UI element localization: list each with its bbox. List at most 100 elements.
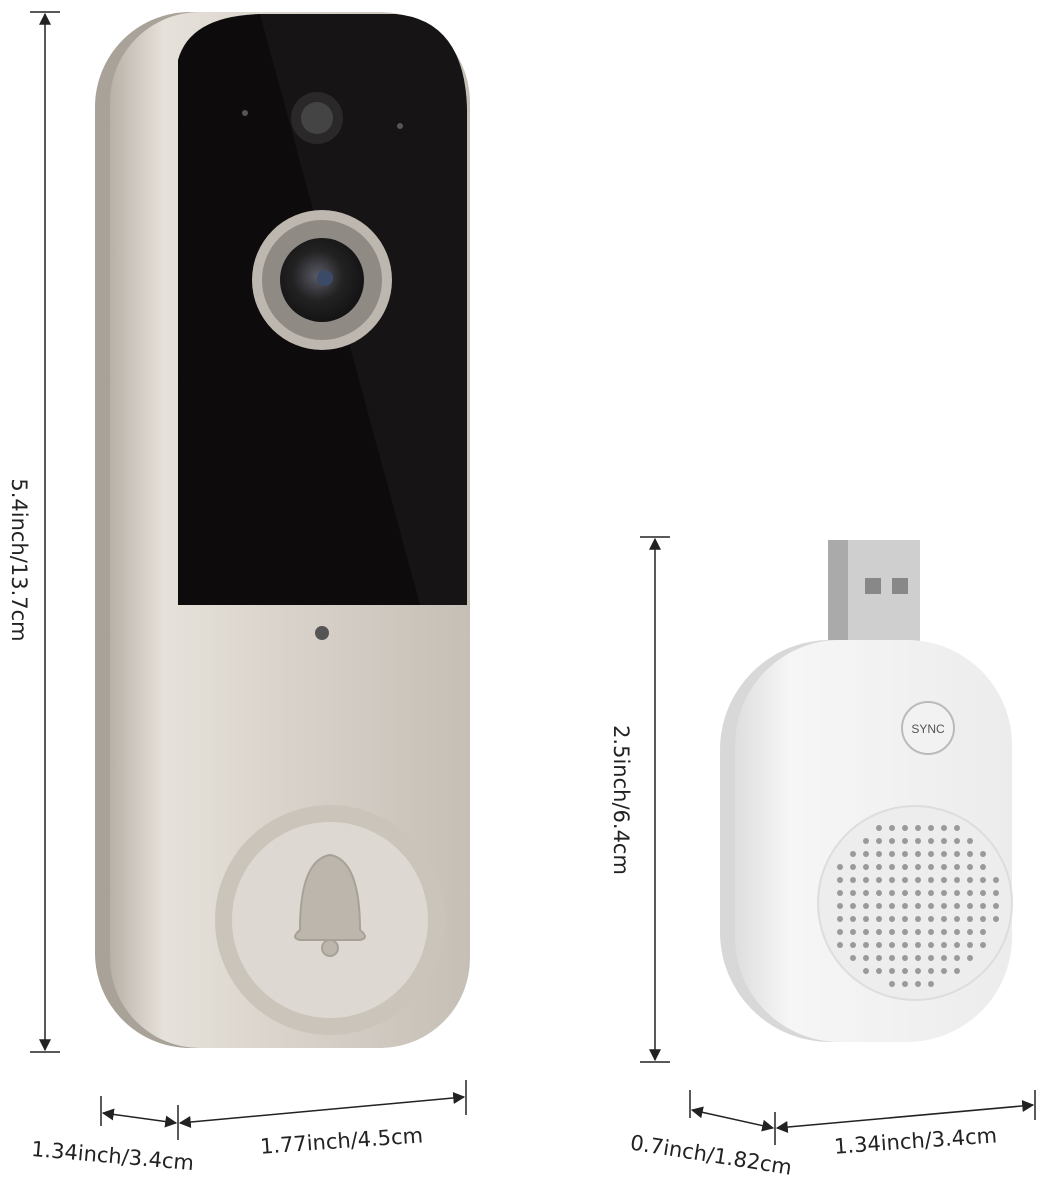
speaker-hole (889, 838, 895, 844)
speaker-hole (967, 864, 973, 870)
speaker-hole (876, 916, 882, 922)
speaker-hole (941, 825, 947, 831)
speaker-hole (863, 851, 869, 857)
speaker-hole (954, 825, 960, 831)
speaker-hole (941, 864, 947, 870)
speaker-hole (928, 851, 934, 857)
speaker-hole (915, 825, 921, 831)
speaker-hole (967, 903, 973, 909)
speaker-hole (889, 942, 895, 948)
speaker-hole (967, 955, 973, 961)
speaker-hole (876, 903, 882, 909)
doorbell-width-label: 1.77inch/4.5cm (259, 1123, 424, 1158)
speaker-hole (837, 877, 843, 883)
speaker-hole (876, 955, 882, 961)
speaker-hole (954, 968, 960, 974)
speaker-hole (902, 916, 908, 922)
speaker-hole (889, 851, 895, 857)
speaker-hole (902, 838, 908, 844)
speaker-hole (915, 981, 921, 987)
speaker-hole (967, 916, 973, 922)
speaker-hole (850, 929, 856, 935)
bell-icon (294, 853, 366, 957)
speaker-hole (876, 942, 882, 948)
speaker-hole (941, 916, 947, 922)
speaker-hole (967, 942, 973, 948)
chime-receiver: SYNC (720, 540, 1013, 1042)
speaker-hole (863, 955, 869, 961)
speaker-hole (902, 968, 908, 974)
speaker-hole (889, 981, 895, 987)
speaker-hole (928, 929, 934, 935)
doorbell-height-label: 5.4inch/13.7cm (7, 478, 31, 641)
speaker-hole (954, 903, 960, 909)
speaker-hole (876, 864, 882, 870)
speaker-hole (928, 890, 934, 896)
speaker-hole (863, 877, 869, 883)
speaker-hole (902, 929, 908, 935)
sync-button (901, 701, 955, 755)
speaker-hole (941, 968, 947, 974)
speaker-hole (941, 890, 947, 896)
speaker-hole (863, 968, 869, 974)
speaker-hole (993, 890, 999, 896)
speaker-hole (980, 851, 986, 857)
speaker-hole (941, 942, 947, 948)
speaker-hole (928, 942, 934, 948)
speaker-hole (915, 864, 921, 870)
speaker-hole (915, 942, 921, 948)
speaker-hole (889, 864, 895, 870)
speaker-hole (902, 890, 908, 896)
dimension-lines (30, 11, 1036, 1145)
indicator-light (315, 626, 329, 640)
doorbell-depth-label: 1.34inch/3.4cm (30, 1137, 195, 1175)
speaker-hole (980, 942, 986, 948)
speaker-hole (941, 838, 947, 844)
speaker-hole (889, 916, 895, 922)
speaker-hole (863, 942, 869, 948)
speaker-hole (850, 877, 856, 883)
speaker-hole (902, 955, 908, 961)
speaker-hole (954, 929, 960, 935)
speaker-hole (837, 890, 843, 896)
speaker-hole (993, 916, 999, 922)
speaker-hole (915, 955, 921, 961)
speaker-hole (928, 864, 934, 870)
speaker-hole (915, 838, 921, 844)
video-doorbell (95, 12, 470, 1048)
speaker-hole (902, 903, 908, 909)
speaker-hole (863, 929, 869, 935)
speaker-hole (980, 929, 986, 935)
speaker-hole (915, 877, 921, 883)
speaker-hole (954, 877, 960, 883)
speaker-hole (954, 916, 960, 922)
speaker-hole (915, 851, 921, 857)
speaker-hole (915, 890, 921, 896)
speaker-hole (850, 916, 856, 922)
speaker-hole (954, 838, 960, 844)
speaker-hole (915, 903, 921, 909)
speaker-hole (850, 903, 856, 909)
speaker-hole (928, 916, 934, 922)
speaker-hole (902, 942, 908, 948)
speaker-hole (889, 903, 895, 909)
speaker-hole (876, 838, 882, 844)
speaker-hole (954, 942, 960, 948)
speaker-hole (863, 864, 869, 870)
speaker-hole (876, 929, 882, 935)
speaker-hole (902, 864, 908, 870)
speaker-hole (967, 929, 973, 935)
sync-label: SYNC (911, 722, 945, 736)
speaker-hole (980, 890, 986, 896)
speaker-hole (928, 968, 934, 974)
speaker-hole (915, 968, 921, 974)
speaker-hole (902, 825, 908, 831)
speaker-hole (850, 851, 856, 857)
speaker-hole (980, 916, 986, 922)
speaker-hole (928, 825, 934, 831)
speaker-hole (980, 877, 986, 883)
speaker-hole (928, 981, 934, 987)
speaker-hole (928, 877, 934, 883)
chime-height-label: 2.5inch/6.4cm (609, 725, 633, 875)
